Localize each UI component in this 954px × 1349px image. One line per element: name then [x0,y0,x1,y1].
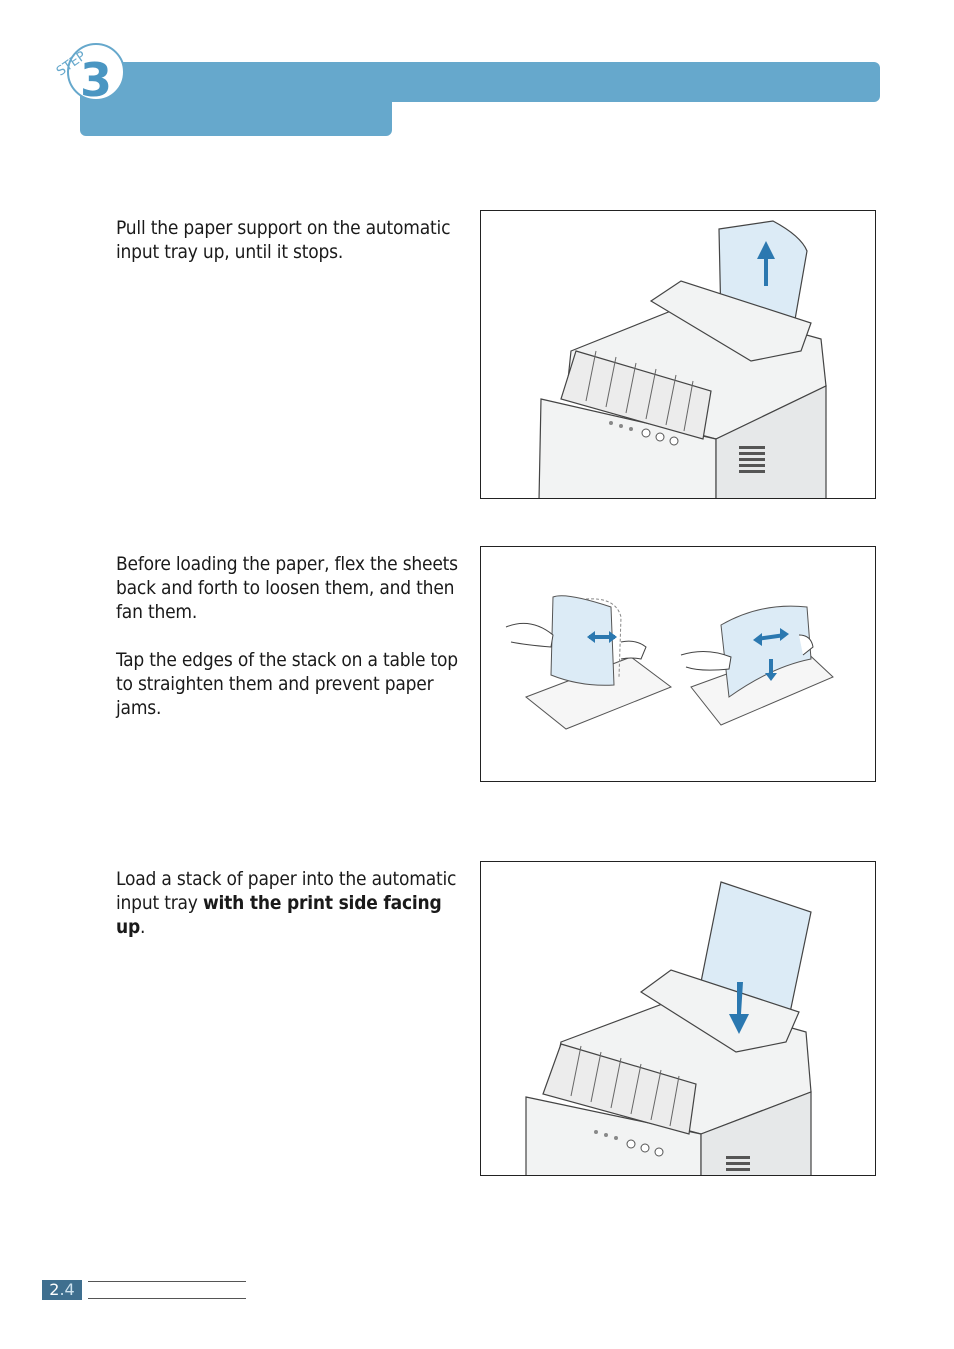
printer-paper-support-up-icon [538,220,827,498]
step-2-paragraph-1: Before loading the paper, flex the sheet… [116,553,458,623]
step-number: 3 [80,53,112,107]
step-3-paragraph: Load a stack of paper into the automatic… [116,867,466,939]
step-1-text: Pull the paper support on the automatic … [116,216,466,288]
step-badge-icon: STEP 3 [54,43,125,107]
figure-paper-support [480,210,876,499]
flex-and-fan-paper-icon [505,595,834,730]
header-tab [80,62,392,136]
step-1-paragraph: Pull the paper support on the automatic … [116,217,451,263]
page-number-major: 2 [49,1280,60,1299]
footer-rule-bottom [88,1298,246,1299]
figure-load-paper [480,861,876,1176]
footer-rule-top [88,1281,246,1282]
page-number-badge: 2.4 [42,1280,82,1300]
step-2-paragraph-2: Tap the edges of the stack on a table to… [116,649,458,719]
step-3-text-end: . [140,916,146,938]
step-3-text: Load a stack of paper into the automatic… [116,867,466,963]
figure-flex-paper [480,546,876,782]
printer-load-paper-icon [525,881,812,1175]
page-number-minor: .4 [59,1280,75,1299]
step-3-text-bold: with the print side facing up [116,892,442,938]
step-2-text: Before loading the paper, flex the sheet… [116,552,466,744]
step-3-text-regular: Load a stack of paper into the automatic… [116,868,457,914]
